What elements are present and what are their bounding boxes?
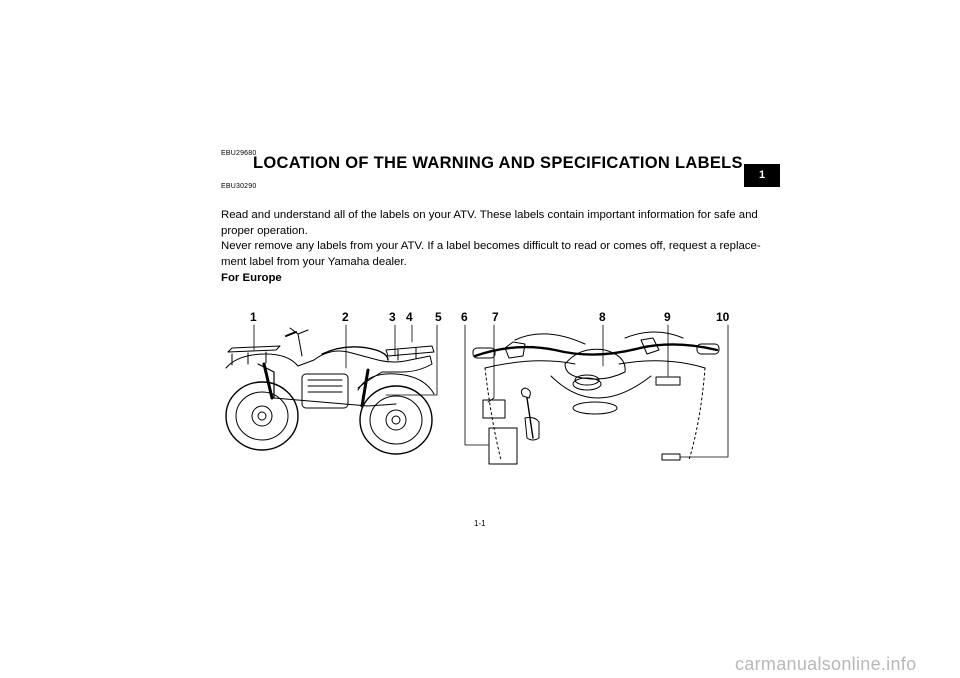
callout-10: 10 [716,310,730,324]
section-code: EBU29680 [221,150,257,157]
paragraph-line: Never remove any labels from your ATV. I… [221,240,761,252]
section-heading: For Europe [221,272,282,284]
atv-side-view-illustration [225,324,438,455]
watermark: carmanualsonline.info [735,654,917,674]
callout-9: 9 [664,310,671,324]
callout-6: 6 [461,310,468,324]
callout-5: 5 [435,310,442,324]
atv-handlebar-view-illustration [464,324,729,465]
paragraph-line: ment label from your Yamaha dealer. [221,255,407,268]
chapter-tab: 1 [744,164,780,187]
callout-3: 3 [389,310,396,324]
callout-7: 7 [492,310,499,324]
paragraph-line: Read and understand all of the labels on… [221,209,758,221]
subsection-code: EBU30290 [221,183,257,190]
page-title: LOCATION OF THE WARNING AND SPECIFICATIO… [253,154,743,172]
page-number: 1-1 [474,519,486,528]
callout-8: 8 [599,310,606,324]
callout-4: 4 [406,310,413,324]
paragraph-line: proper operation. [221,224,308,237]
callout-1: 1 [250,310,257,324]
intro-paragraph: Read and understand all of the labels on… [221,208,761,270]
callout-2: 2 [342,310,349,324]
